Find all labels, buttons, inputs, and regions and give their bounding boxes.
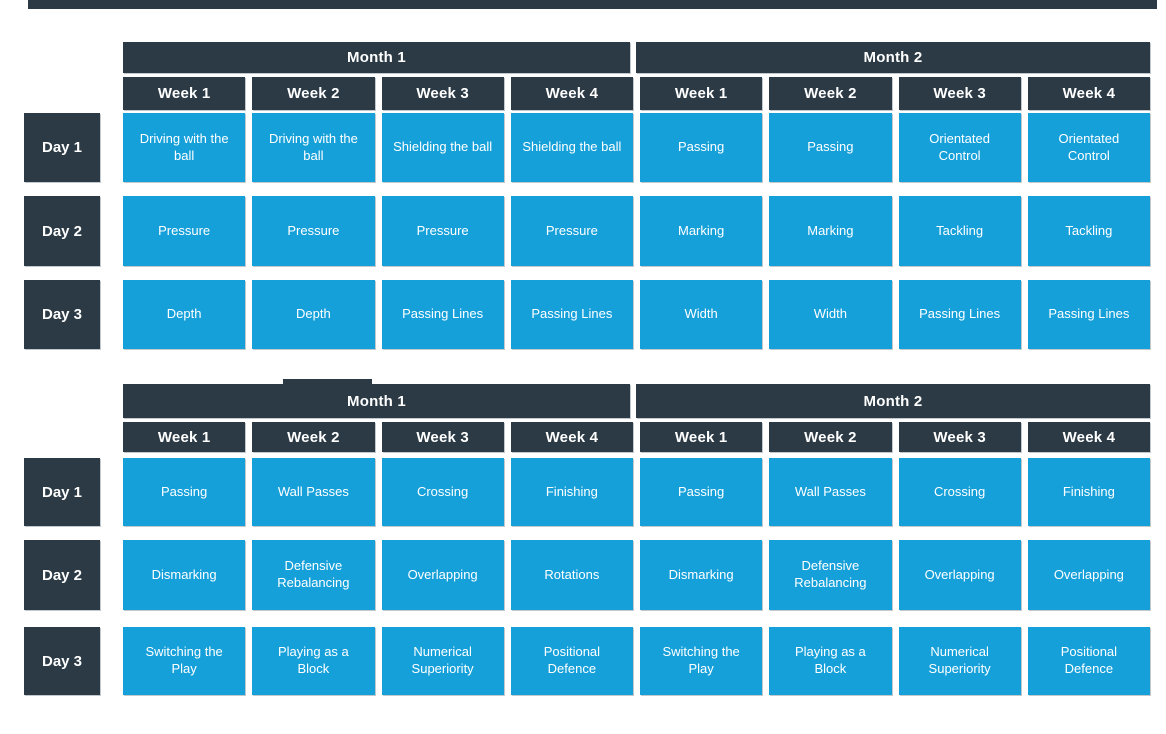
week-header: Week 3 xyxy=(381,422,504,452)
topic-cell: Overlapping xyxy=(898,540,1021,610)
month-header: Month 2 xyxy=(636,42,1150,73)
topic-cell: Switching the Play xyxy=(640,627,763,695)
week-header: Week 1 xyxy=(123,422,246,452)
topic-cell: Marking xyxy=(769,196,892,266)
topic-cell: Orientated Control xyxy=(898,113,1021,182)
topic-cell: Passing xyxy=(640,458,763,526)
topic-cell: Positional Defence xyxy=(1027,627,1150,695)
topic-cell: Switching the Play xyxy=(123,627,246,695)
topic-cell: Rotations xyxy=(510,540,633,610)
topic-cell: Overlapping xyxy=(381,540,504,610)
month-header: Month 1 xyxy=(123,42,630,73)
topic-cell: Crossing xyxy=(381,458,504,526)
day-label: Day 1 xyxy=(24,458,100,526)
topic-cell: Width xyxy=(769,280,892,349)
topic-cell: Passing Lines xyxy=(898,280,1021,349)
topic-cell: Overlapping xyxy=(1027,540,1150,610)
topic-cell: Tackling xyxy=(1027,196,1150,266)
week-header: Week 2 xyxy=(769,422,892,452)
topic-cell: Dismarking xyxy=(123,540,246,610)
week-header: Week 4 xyxy=(510,422,633,452)
topic-cell: Marking xyxy=(640,196,763,266)
week-header: Week 2 xyxy=(769,77,892,110)
topic-cell: Passing Lines xyxy=(1027,280,1150,349)
topic-cell: Shielding the ball xyxy=(381,113,504,182)
topic-cell: Numerical Superiority xyxy=(381,627,504,695)
topic-cell: Depth xyxy=(252,280,375,349)
topic-cell: Shielding the ball xyxy=(510,113,633,182)
month-header: Month 1 xyxy=(123,384,630,418)
topic-cell: Wall Passes xyxy=(252,458,375,526)
topic-cell: Playing as a Block xyxy=(252,627,375,695)
topic-cell: Crossing xyxy=(898,458,1021,526)
topic-cell: Pressure xyxy=(381,196,504,266)
day-label: Day 2 xyxy=(24,540,100,610)
week-header: Week 2 xyxy=(252,422,375,452)
topic-cell: Wall Passes xyxy=(769,458,892,526)
topic-cell: Passing xyxy=(769,113,892,182)
topic-cell: Positional Defence xyxy=(510,627,633,695)
day-label: Day 1 xyxy=(24,113,100,182)
week-header: Week 3 xyxy=(381,77,504,110)
topic-cell: Tackling xyxy=(898,196,1021,266)
week-header: Week 1 xyxy=(640,422,763,452)
week-header: Week 1 xyxy=(123,77,246,110)
day-label: Day 3 xyxy=(24,280,100,349)
week-header: Week 4 xyxy=(510,77,633,110)
week-header: Week 3 xyxy=(898,422,1021,452)
topic-cell: Driving with the ball xyxy=(123,113,246,182)
topic-cell: Passing Lines xyxy=(381,280,504,349)
top-strip-bar xyxy=(28,0,1157,9)
topic-cell: Finishing xyxy=(1027,458,1150,526)
topic-cell: Orientated Control xyxy=(1027,113,1150,182)
topic-cell: Passing xyxy=(640,113,763,182)
topic-cell: Passing xyxy=(123,458,246,526)
month-header: Month 2 xyxy=(636,384,1150,418)
topic-cell: Pressure xyxy=(123,196,246,266)
day-label: Day 2 xyxy=(24,196,100,266)
week-header: Week 4 xyxy=(1027,77,1150,110)
topic-cell: Pressure xyxy=(252,196,375,266)
topic-cell: Finishing xyxy=(510,458,633,526)
topic-cell: Dismarking xyxy=(640,540,763,610)
week-header: Week 2 xyxy=(252,77,375,110)
topic-cell: Driving with the ball xyxy=(252,113,375,182)
week-header: Week 4 xyxy=(1027,422,1150,452)
topic-cell: Playing as a Block xyxy=(769,627,892,695)
topic-cell: Pressure xyxy=(510,196,633,266)
week-header: Week 3 xyxy=(898,77,1021,110)
topic-cell: Width xyxy=(640,280,763,349)
day-label: Day 3 xyxy=(24,627,100,695)
week-header: Week 1 xyxy=(640,77,763,110)
topic-cell: Passing Lines xyxy=(510,280,633,349)
topic-cell: Defensive Rebalancing xyxy=(769,540,892,610)
topic-cell: Depth xyxy=(123,280,246,349)
topic-cell: Numerical Superiority xyxy=(898,627,1021,695)
topic-cell: Defensive Rebalancing xyxy=(252,540,375,610)
